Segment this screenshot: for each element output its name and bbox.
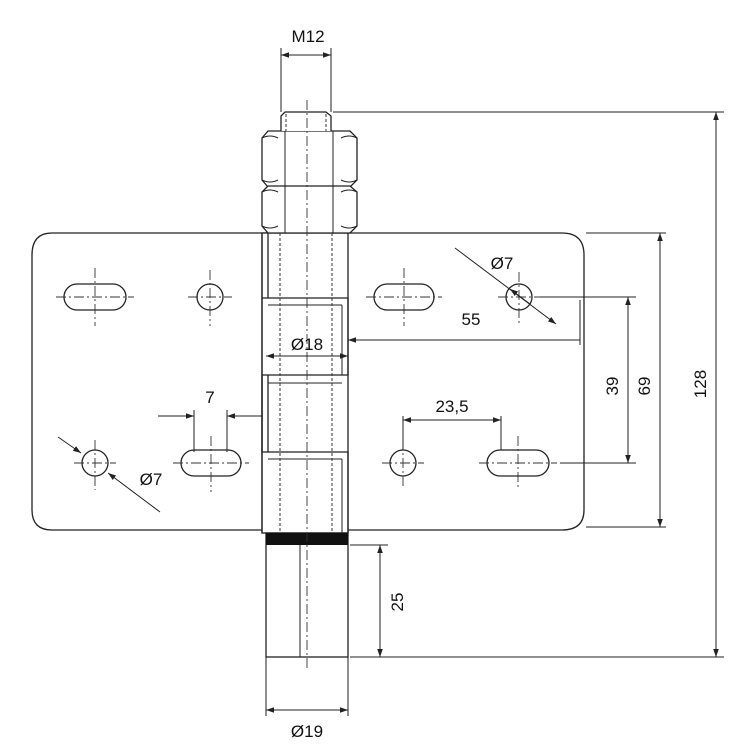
hinge-plate bbox=[31, 232, 585, 531]
dim-thread: M12 bbox=[280, 27, 332, 112]
dim-hole-spacing-vertical: 39 bbox=[540, 296, 636, 464]
dim-pin-diameter: Ø19 bbox=[265, 657, 349, 741]
dim-knuckle-diameter: Ø18 bbox=[266, 335, 348, 359]
dim-hole-diameter-bottom: Ø7 bbox=[57, 436, 163, 513]
hex-nut-lower bbox=[261, 185, 358, 234]
dim-hole-diameter-top-label: Ø7 bbox=[491, 254, 514, 273]
hole-centerlines bbox=[56, 268, 557, 492]
dim-slot-width-label: 7 bbox=[205, 388, 214, 407]
dim-total-height-label: 128 bbox=[691, 370, 710, 398]
dim-offset-55-label: 55 bbox=[462, 310, 481, 329]
dim-plate-height: 69 bbox=[586, 232, 666, 528]
dim-plate-height-label: 69 bbox=[635, 377, 654, 396]
dim-pin-length-label: 25 bbox=[388, 593, 407, 612]
dim-hole-diameter-bottom-label: Ø7 bbox=[140, 470, 163, 489]
dim-hole-spacing-vertical-label: 39 bbox=[603, 377, 622, 396]
threaded-stud bbox=[280, 111, 332, 131]
dim-hole-diameter-top: Ø7 bbox=[454, 247, 557, 325]
dim-hole-spacing-horizontal-label: 23,5 bbox=[435, 397, 468, 416]
dim-hole-spacing-horizontal: 23,5 bbox=[402, 397, 502, 450]
dim-knuckle-diameter-label: Ø18 bbox=[291, 335, 323, 354]
hinge-knuckle bbox=[261, 232, 349, 534]
dim-thread-label: M12 bbox=[291, 27, 324, 46]
dim-slot-width: 7 bbox=[158, 388, 263, 452]
dim-offset-55: 55 bbox=[348, 300, 581, 345]
hex-nut-upper bbox=[261, 130, 358, 188]
dim-pin-length: 25 bbox=[350, 544, 407, 657]
dim-total-height: 128 bbox=[333, 111, 724, 658]
dim-pin-diameter-label: Ø19 bbox=[291, 722, 323, 741]
